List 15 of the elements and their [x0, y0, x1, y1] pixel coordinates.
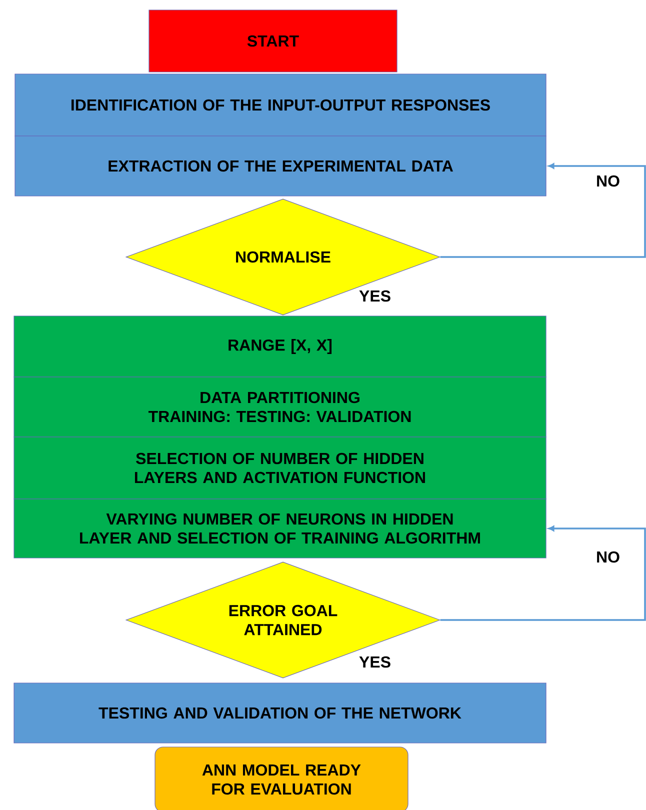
start-box: START — [148, 10, 398, 72]
process-box: DATA PARTITIONING TRAINING: TESTING: VALIDATION — [14, 376, 546, 438]
process-box: EXTRACTION OF THE EXPERIMENTAL DATA — [14, 136, 546, 196]
end-box: ANN MODEL READY FOR EVALUATION — [154, 746, 408, 810]
process-box: SELECTION OF NUMBER OF HIDDEN LAYERS AND ACTIVATION FUNCTION — [14, 436, 546, 500]
feedback-arrow — [440, 163, 646, 258]
process-box: VARYING NUMBER OF NEURONS IN HIDDEN LAYER AND SELECTION OF TRAINING ALGORITHM — [14, 498, 546, 558]
process-box: RANGE [X, X] — [14, 316, 546, 378]
process-box: TESTING AND VALIDATION OF THE NETWORK — [14, 682, 546, 744]
process-box: IDENTIFICATION OF THE INPUT-OUTPUT RESPONSES — [14, 74, 546, 136]
edge-label: NO — [597, 551, 620, 563]
feedback-arrow — [440, 526, 646, 621]
branch-label: YES — [359, 656, 390, 668]
branch-label: YES — [359, 290, 390, 302]
edge-label: NO — [597, 175, 620, 187]
